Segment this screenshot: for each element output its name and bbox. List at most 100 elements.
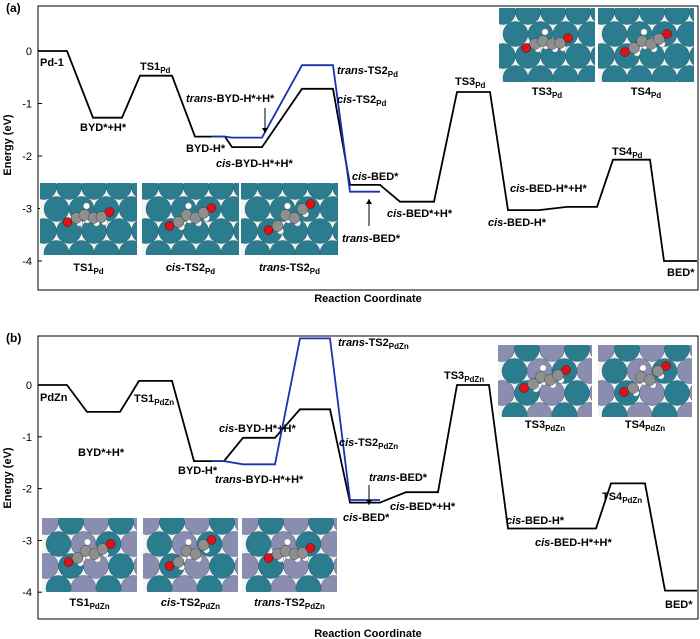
inset-caption: cis-TS2PdZn <box>161 597 220 611</box>
plot-frame <box>37 5 699 291</box>
zn-atom <box>371 532 396 557</box>
pd-atom <box>58 518 84 535</box>
cis-energy-path <box>38 380 697 592</box>
inset-structure-3 <box>242 518 396 592</box>
oxygen-atom <box>619 387 629 397</box>
state-label-p6t: trans-BED* <box>342 233 401 245</box>
pd-atom <box>676 21 694 47</box>
pd-atom <box>601 358 628 384</box>
zn-atom <box>120 575 137 592</box>
pd-atom <box>95 575 122 592</box>
carbon-atom <box>172 556 185 568</box>
pd-atom <box>614 8 640 25</box>
oxygen-atom <box>63 557 74 567</box>
hydrogen-atom <box>83 202 90 210</box>
pd-atom <box>664 380 690 406</box>
pd-atom <box>515 8 541 25</box>
oxygen-atom <box>563 33 573 43</box>
panel-label: (a) <box>6 1 21 15</box>
state-label-p1: BYD*+H* <box>78 447 125 459</box>
zn-atom <box>539 345 565 362</box>
pd-atom <box>564 345 590 362</box>
inset-structure-5 <box>598 345 692 417</box>
state-label-p11: TS4PdZn <box>602 491 642 505</box>
hydrogen-atom <box>84 538 91 546</box>
hydrogen-atom <box>640 28 648 36</box>
pd-atom <box>233 220 239 242</box>
oxygen-atom <box>561 365 571 375</box>
inset-structure-2 <box>142 183 239 255</box>
arrow-head <box>262 128 268 133</box>
state-label-p0: Pd-1 <box>40 57 64 69</box>
carbon-atom <box>71 552 84 564</box>
pd-atom <box>257 183 283 200</box>
carbon-atom <box>172 216 185 228</box>
pd-atom <box>577 65 595 82</box>
state-label-p6: cis-BED* <box>343 512 390 524</box>
pd-atom <box>502 65 529 82</box>
plot-frame <box>37 335 699 620</box>
x-axis-title: Reaction Coordinate <box>314 293 422 305</box>
oxygen-atom <box>519 383 529 393</box>
zn-atom <box>589 345 592 357</box>
state-label-p3: BYD-H* <box>178 465 218 477</box>
zn-atom <box>133 518 137 531</box>
carbon-atom <box>271 220 284 232</box>
state-label-p4t: trans-BYD-H*+H* <box>215 474 304 486</box>
trans-energy-path <box>212 337 380 501</box>
inset-structure-5 <box>598 8 694 82</box>
state-label-p5t: trans-TS2PdZn <box>338 337 409 351</box>
pd-atom <box>614 345 640 362</box>
state-label-p12: BED* <box>665 599 693 611</box>
pd-atom <box>183 183 209 200</box>
pd-atom <box>118 240 137 255</box>
inset-caption: TS4Pd <box>631 86 662 100</box>
pd-atom <box>282 183 308 200</box>
pd-atom <box>43 196 70 222</box>
pd-atom <box>108 553 134 579</box>
hydrogen-atom <box>185 202 192 210</box>
pd-atom <box>158 183 184 200</box>
state-label-p11: TS4Pd <box>612 146 643 160</box>
pd-atom <box>131 183 137 198</box>
state-label-p4: cis-BYD-H*+H* <box>216 158 293 170</box>
y-tick-label: -4 <box>22 256 32 268</box>
pd-atom <box>501 402 528 417</box>
pd-atom <box>499 43 516 69</box>
inset-structure-3 <box>241 183 338 255</box>
inset-structure-4 <box>499 8 595 82</box>
carbon-atom <box>197 539 210 551</box>
pd-atom <box>196 575 223 592</box>
y-tick-label: -3 <box>22 204 32 216</box>
inset-structure-4 <box>498 345 592 417</box>
zn-atom <box>598 380 615 406</box>
zn-atom <box>320 531 337 557</box>
carbon-atom <box>644 374 656 386</box>
y-tick-label: -1 <box>22 99 32 111</box>
pd-atom <box>244 196 271 222</box>
inset-caption: TS1PdZn <box>69 597 109 611</box>
y-tick-label: 0 <box>26 46 32 58</box>
zn-atom <box>83 518 109 535</box>
inset-structure-2 <box>143 518 238 592</box>
pd-atom <box>245 531 272 557</box>
pd-atom <box>159 518 185 535</box>
inset-caption: TS3Pd <box>532 86 563 100</box>
zn-atom <box>589 385 592 401</box>
pd-atom <box>258 518 284 535</box>
state-label-p2: TS1Pd <box>140 61 171 75</box>
y-axis-title: Energy (eV) <box>2 447 14 508</box>
arrow-head <box>366 500 372 505</box>
pd-atom <box>93 240 120 255</box>
oxygen-atom <box>62 217 73 227</box>
inset-caption: TS3PdZn <box>525 419 565 433</box>
carbon-atom <box>296 203 309 215</box>
pd-atom <box>540 8 566 25</box>
pd-atom <box>651 65 678 82</box>
state-label-p1: BYD*+H* <box>80 122 127 134</box>
pd-atom <box>590 8 595 22</box>
pd-atom <box>502 21 529 47</box>
pd-atom <box>45 531 72 557</box>
state-label-p5t: trans-TS2Pd <box>337 65 398 79</box>
